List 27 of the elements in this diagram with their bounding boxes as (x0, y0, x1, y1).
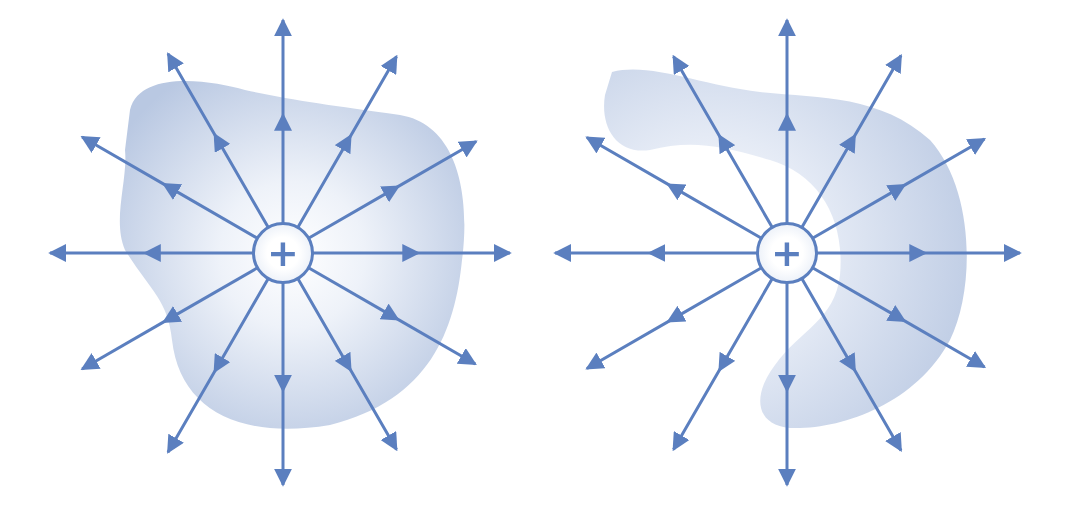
field-line-arrow (307, 266, 477, 366)
field-line-arrow (585, 266, 763, 370)
field-line-arrow (307, 140, 478, 240)
field-line-arrow (553, 244, 758, 262)
plus-sign: + (267, 234, 299, 272)
field-line-arrow (811, 137, 986, 240)
field-line-arrow (166, 277, 270, 454)
charge-circle (756, 222, 818, 284)
field-line-arrow (274, 18, 292, 224)
field-line-arrow (778, 282, 796, 487)
field-line-arrow (811, 266, 986, 369)
field-line-arrow (274, 282, 292, 487)
field-line-arrow (296, 55, 398, 229)
field-line-arrow (778, 18, 796, 224)
field-line-arrow (800, 277, 903, 452)
field-line-arrow (48, 244, 254, 262)
field-line-arrow (166, 52, 270, 229)
field-line-arrow (816, 244, 1022, 262)
field-line-arrow (296, 277, 398, 451)
field-line-arrow (672, 55, 774, 229)
field-line-arrow (800, 54, 903, 229)
field-line-arrow (585, 136, 763, 240)
field-line-arrow (672, 277, 774, 451)
plus-sign: + (771, 234, 803, 272)
field-line-arrow (80, 266, 259, 371)
field-line-arrow (80, 135, 259, 240)
field-line-arrow (312, 244, 512, 262)
